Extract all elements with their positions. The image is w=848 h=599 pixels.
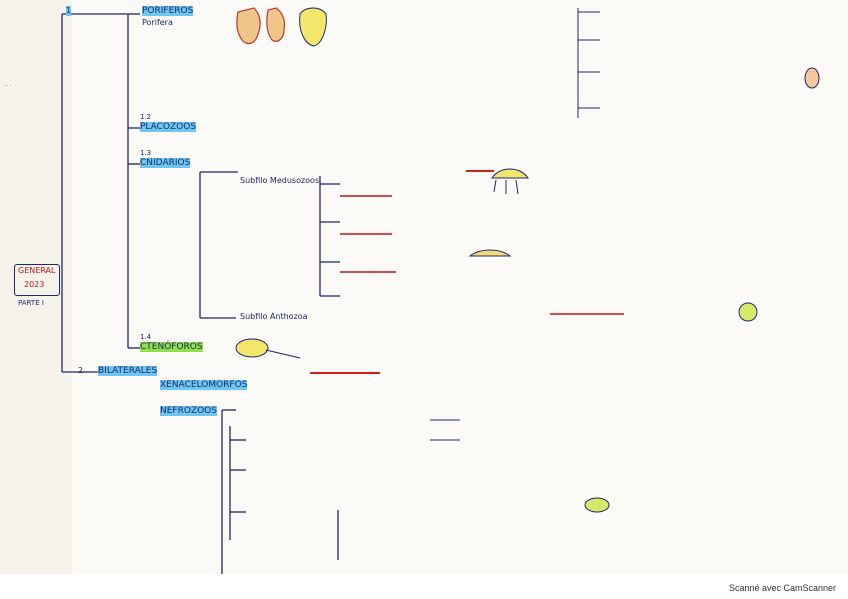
nefrozoos-heading: NEFROZOOS bbox=[160, 406, 217, 416]
poriferos-heading: PORIFEROS bbox=[142, 6, 194, 16]
section1-number: 1 bbox=[66, 6, 72, 16]
sheet-part: PARTE I bbox=[18, 299, 44, 307]
sponge-sketch-icon bbox=[236, 7, 286, 45]
margin-note: ·· · bbox=[4, 83, 12, 90]
medusa-sketch-icon bbox=[299, 7, 529, 257]
ctenoforos-heading: CTENÓFOROS bbox=[140, 342, 203, 352]
sheet-year: 2023 bbox=[24, 280, 45, 289]
scanner-credit: Scanné avec CamScanner bbox=[728, 583, 836, 593]
ctenoforos-number: 1.4 bbox=[140, 333, 152, 341]
bilaterales-number: 2 bbox=[78, 366, 84, 375]
porifera-group: Porifera bbox=[142, 18, 173, 27]
subfilo-anthozoa: Subfilo Anthozoa bbox=[240, 312, 308, 321]
ctenophore-sketch-icon bbox=[235, 338, 301, 359]
red-underline bbox=[310, 372, 380, 374]
cnidarios-number: 1.3 bbox=[140, 149, 152, 157]
scanned-notes-page: ·· · 1 PORIFEROS Porifera PLACOZOOS 1.2 … bbox=[0, 0, 820, 574]
xenacelomorfos-heading: XENACELOMORFOS bbox=[160, 380, 248, 390]
placozoos-heading: PLACOZOOS bbox=[140, 122, 197, 132]
tree-lines bbox=[61, 7, 820, 574]
sheet-title-box bbox=[14, 264, 60, 296]
cnidarios-heading: CNIDARIOS bbox=[140, 158, 191, 168]
sheet-title: GENERAL bbox=[18, 266, 56, 275]
subfilo-medusozoos: Subfilo Medusozoos bbox=[240, 176, 320, 185]
left-margin bbox=[0, 0, 72, 574]
red-underline bbox=[466, 170, 494, 172]
organism-sketch-icon bbox=[584, 67, 820, 513]
placozoos-number: 1.2 bbox=[140, 113, 152, 121]
bilaterales-heading: BILATERALES bbox=[98, 366, 158, 376]
